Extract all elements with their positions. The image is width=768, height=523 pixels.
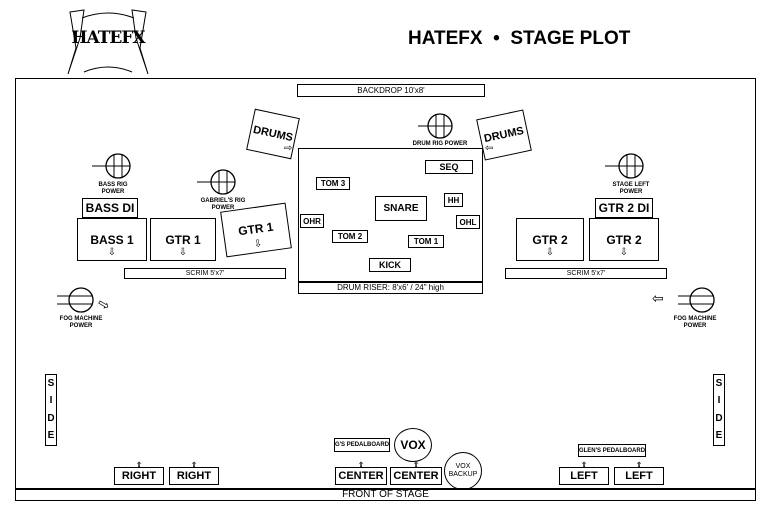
bass-rig-power-label-2: POWER [101,189,125,195]
stage-left-power-label-1: STAGE LEFT [612,182,650,188]
scrim-right: SCRIM 5'x7' [505,268,667,279]
side-marker-left: S I D E [45,374,57,446]
monitor-center-1-arrow: ⇧ [358,462,364,469]
glen-pedalboard: GLEN'S PEDALBOARD [578,444,646,457]
side-right-s: S [715,377,723,389]
drum-rig-power-label: DRUM RIG POWER [412,141,468,147]
vox-label: VOX [400,438,426,452]
monitor-left-2-label: LEFT [625,470,653,482]
snare: SNARE [375,196,427,221]
gtr2a-arrow: ⇩ [545,247,555,258]
gtr2b-arrow: ⇩ [619,247,629,258]
gtr1a-arrow: ⇩ [178,247,188,258]
front-of-stage-line [15,488,756,490]
gabriel-rig-power-label-1: GABRIEL'S RIG [200,198,246,204]
drums-left-arrow: ⇨ [284,143,293,154]
drum-riser [298,148,483,294]
front-of-stage-label: FRONT OF STAGE [342,489,429,500]
drum-riser-label-divider [298,281,483,283]
bass-di: BASS DI [82,198,138,218]
drum-riser-label: DRUM RISER: 8'x6' / 24" high [337,283,444,292]
monitor-right-1-label: RIGHT [121,470,157,482]
monitor-center-1-label: CENTER [338,470,384,482]
logo-text: HATEFX [71,28,145,48]
vox-backup-label-2: BACKUP [448,471,478,478]
scrim-left: SCRIM 5'x7' [124,268,286,279]
fog-power-left-icon [57,287,94,313]
bass-rig-power-label-1: BASS RIG [98,182,128,188]
gabriel-rig-power-label-2: POWER [211,205,235,211]
gtr2a-label: GTR 2 [532,233,568,247]
bass1-label: BASS 1 [90,233,134,247]
monitor-left-1-arrow: ⇧ [581,462,587,469]
gtr1a-label: GTR 1 [165,233,201,247]
kick: KICK [369,258,411,272]
monitor-right-1: ⇧ RIGHT [114,462,164,485]
tom3: TOM 3 [316,177,350,190]
monitor-center-1: ⇧ CENTER [335,462,387,485]
gtr1b-label: GTR 1 [237,219,275,239]
side-right-e: E [715,430,723,442]
vox-circle: VOX [394,428,432,462]
vox-backup-label-1: VOX [455,463,471,470]
drums-left-label: DRUMS [252,123,294,145]
stage-outline [15,78,756,501]
ohl: OHL [456,215,480,229]
side-right-d: D [715,412,723,424]
monitor-center-2-label: CENTER [393,470,439,482]
gtr2-di: GTR 2 DI [595,198,653,218]
fog-right-arrow: ⇦ [652,290,664,306]
bass-rig-power-icon [92,153,131,179]
fog-power-left-label-1: FOG MACHINE [59,316,103,322]
fog-power-right-label-1: FOG MACHINE [673,316,717,322]
monitor-left-2-arrow: ⇧ [636,462,642,469]
side-right-i: I [717,395,721,407]
g-pedalboard: G'S PEDALBOARD [334,438,390,452]
drums-right-arrow: ⇦ [485,143,494,154]
monitor-center-2-arrow: ⇧ [413,462,419,469]
seq: SEQ [425,160,473,174]
gtr1b-arrow: ⇩ [253,238,263,251]
monitor-right-2-arrow: ⇧ [191,462,197,469]
fog-power-right-icon [678,287,715,313]
monitor-left-1: ⇧ LEFT [559,462,609,485]
gtr2a-amp: GTR 2 ⇩ [516,218,584,261]
gtr1b-amp: GTR 1 ⇩ [220,202,292,258]
drum-rig-power-icon [418,113,453,139]
bass1-amp: BASS 1 ⇩ [77,218,147,261]
ohr: OHR [300,214,324,228]
tom2: TOM 2 [332,230,368,243]
page-title: HATEFX • STAGE PLOT [408,28,631,49]
monitor-right-1-arrow: ⇧ [136,462,142,469]
gtr1a-amp: GTR 1 ⇩ [150,218,216,261]
hatefx-logo [67,9,149,75]
gabriel-rig-power-icon [197,169,236,195]
stage-left-power-icon [605,153,644,179]
hh: HH [444,193,463,207]
gtr2b-label: GTR 2 [606,233,642,247]
stage-left-power-label-2: POWER [619,189,643,195]
side-left-s: S [47,377,55,389]
tom1: TOM 1 [408,235,444,248]
monitor-right-2-label: RIGHT [176,470,212,482]
side-left-i: I [49,395,53,407]
monitor-right-2: ⇧ RIGHT [169,462,219,485]
backdrop: BACKDROP 10'x8' [297,84,485,97]
monitor-center-2: ⇧ CENTER [390,462,442,485]
fog-power-right-label-2: POWER [683,323,707,329]
side-left-d: D [47,412,55,424]
fog-power-left-label-2: POWER [69,323,93,329]
side-marker-right: S I D E [713,374,725,446]
side-left-e: E [47,430,55,442]
monitor-left-2: ⇧ LEFT [614,462,664,485]
vox-backup-circle: VOX BACKUP [444,452,482,490]
monitor-left-1-label: LEFT [570,470,598,482]
gtr2b-amp: GTR 2 ⇩ [589,218,659,261]
bass1-arrow: ⇩ [107,247,117,258]
